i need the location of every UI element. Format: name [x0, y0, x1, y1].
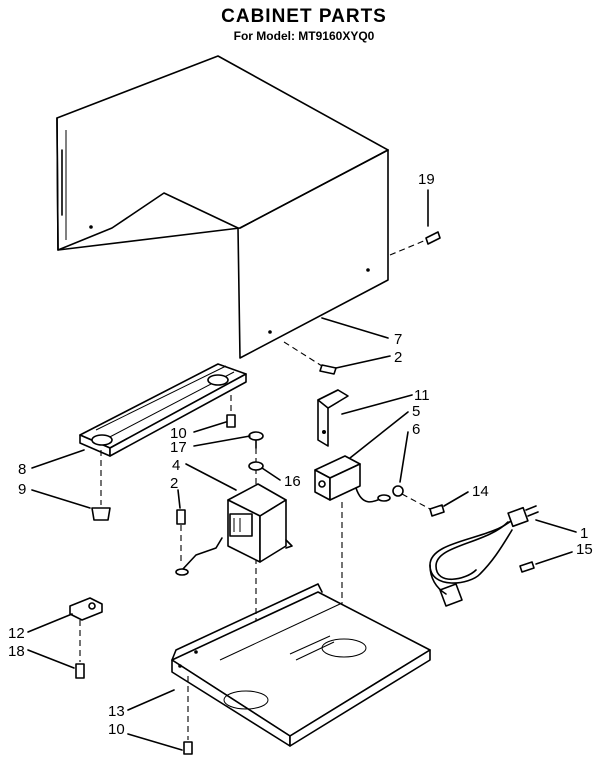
clamp-bracket [69, 597, 103, 662]
fuse-holder [314, 455, 361, 620]
rubber-foot [91, 450, 111, 521]
screw-15 [519, 561, 535, 573]
screw-14 [401, 493, 445, 517]
callout-7: 7 [394, 331, 402, 348]
callout-10-top: 10 [170, 425, 187, 442]
mounting-rail [79, 363, 247, 457]
bracket [317, 389, 349, 447]
callout-4: 4 [172, 457, 180, 474]
callout-6: 6 [412, 421, 420, 438]
callout-13: 13 [108, 703, 125, 720]
callout-5: 5 [412, 403, 420, 420]
base-plate [171, 583, 431, 747]
screw-2-lower [176, 509, 186, 565]
transformer [175, 483, 293, 576]
callout-19: 19 [418, 171, 435, 188]
screw-18 [75, 663, 85, 679]
cabinet-wrapper [56, 55, 389, 359]
callout-10-bottom: 10 [108, 721, 125, 738]
screw-2-upper [283, 341, 337, 375]
callout-9: 9 [18, 481, 26, 498]
screw-19 [389, 231, 441, 256]
washer-16 [248, 461, 264, 471]
callout-17: 17 [170, 439, 187, 456]
callout-2-upper: 2 [394, 349, 402, 366]
leader-lines [27, 189, 577, 751]
callout-16: 16 [284, 473, 301, 490]
callout-labels: 19 7 2 11 5 6 10 17 4 16 8 9 2 14 1 15 1… [8, 171, 593, 738]
callout-2-lower: 2 [170, 475, 178, 492]
callout-12: 12 [8, 625, 25, 642]
callout-18: 18 [8, 643, 25, 660]
power-cord [429, 505, 539, 607]
callout-14: 14 [472, 483, 489, 500]
terminal [355, 485, 404, 503]
callout-1: 1 [580, 525, 588, 542]
screw-10-top [226, 395, 236, 428]
screw-10-bottom [183, 676, 193, 755]
model-subtitle: For Model: MT9160XYQ0 [233, 29, 375, 43]
diagram-title: CABINET PARTS [221, 6, 387, 27]
callout-8: 8 [18, 461, 26, 478]
callout-11: 11 [414, 387, 430, 404]
callout-15: 15 [576, 541, 593, 558]
